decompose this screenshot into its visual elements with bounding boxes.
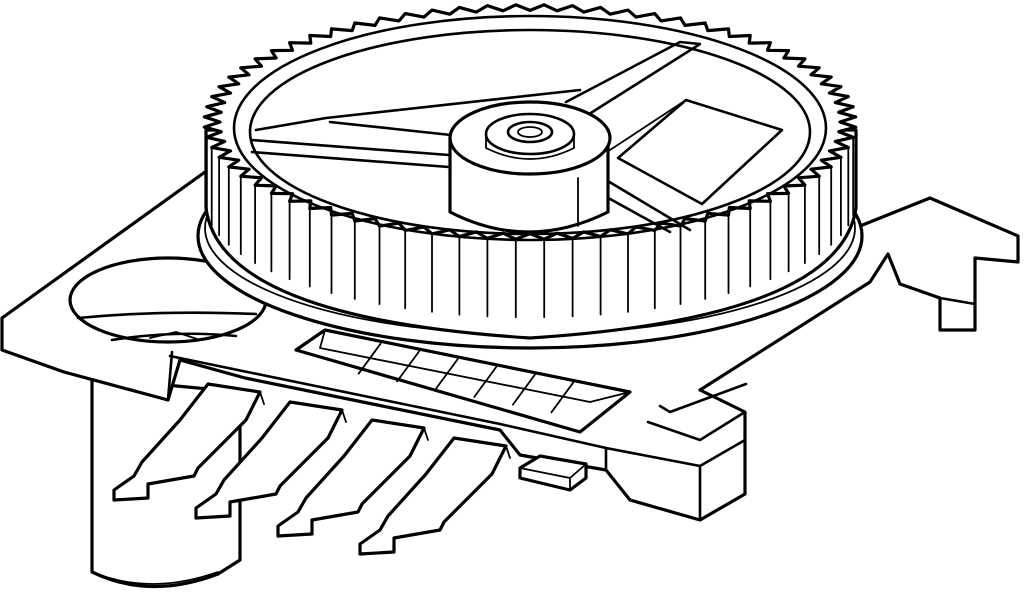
slot-segment [473, 366, 498, 398]
circular-recess [68, 256, 268, 344]
slot-segment [512, 373, 536, 406]
slot-segment [550, 381, 575, 414]
gear [196, 3, 864, 350]
slot-window [294, 328, 632, 434]
gear-spokes [250, 40, 784, 234]
gear-side-teeth [205, 136, 855, 319]
terminal-pins [112, 382, 511, 556]
terminal-pin-edge [277, 427, 429, 537]
terminal-pin-edge [195, 409, 347, 519]
slot-segments [357, 342, 575, 414]
terminal-pin-edge [113, 391, 265, 501]
central-hub [448, 100, 612, 234]
slot-segment [396, 350, 420, 383]
slot-segment [357, 342, 382, 375]
small-tab [518, 454, 588, 492]
slot-segment [434, 358, 459, 390]
terminal-pin-edge [359, 445, 511, 555]
